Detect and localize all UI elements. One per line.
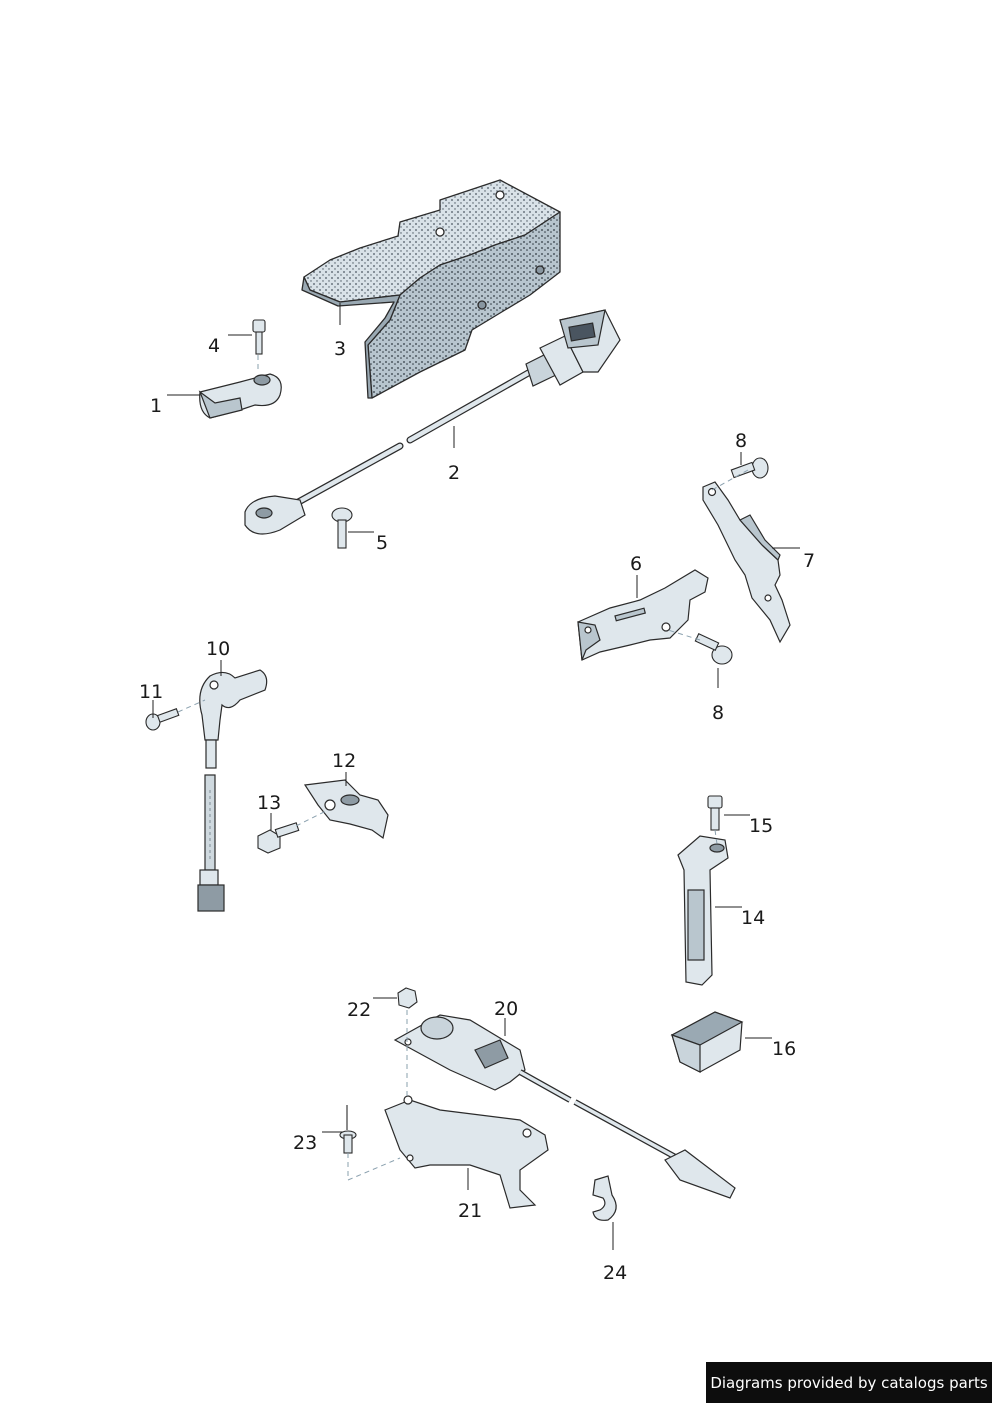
callout-2: 2 — [448, 462, 461, 484]
part-6-bracket — [577, 569, 709, 661]
assembly-dash-lines — [177, 355, 749, 1181]
part-15-bolt — [707, 795, 723, 831]
part-14-sensor — [677, 835, 729, 986]
part-10-speed-sensor — [197, 669, 268, 912]
part-5-bolt — [331, 507, 353, 549]
callout-13: 13 — [257, 792, 282, 814]
part-3-heat-shield — [301, 179, 561, 399]
callout-6: 6 — [630, 553, 643, 575]
part-21-mounting-bracket — [384, 1095, 549, 1209]
part-7-bracket — [702, 481, 791, 644]
callout-20: 20 — [494, 998, 519, 1020]
callout-10: 10 — [206, 638, 231, 660]
part-20-control-unit — [393, 1014, 736, 1199]
callout-16: 16 — [772, 1038, 797, 1060]
part-4-bolt — [252, 319, 266, 355]
callout-4: 4 — [208, 335, 221, 357]
callout-8-upper: 8 — [735, 430, 748, 452]
part-8-bolt-upper — [730, 457, 769, 479]
callout-22: 22 — [347, 999, 372, 1021]
part-23-rivet — [339, 1105, 357, 1154]
callout-3: 3 — [334, 338, 347, 360]
part-22-nut — [397, 987, 418, 1009]
callout-15: 15 — [749, 815, 774, 837]
part-13-bolt — [257, 822, 300, 854]
callout-14: 14 — [741, 907, 766, 929]
part-12-bracket-clip — [303, 779, 389, 840]
callout-12: 12 — [332, 750, 357, 772]
callout-24: 24 — [603, 1262, 628, 1284]
callout-23: 23 — [293, 1132, 318, 1154]
part-2-knock-sensor-cable — [244, 309, 621, 535]
callout-11: 11 — [139, 681, 164, 703]
part-24-clip — [592, 1175, 617, 1221]
footer-credit: Diagrams provided by catalogs parts — [706, 1362, 992, 1403]
callout-21: 21 — [458, 1200, 483, 1222]
callout-5: 5 — [376, 532, 389, 554]
leader-lines — [152, 303, 800, 1250]
part-11-bolt — [145, 708, 180, 731]
part-1-knock-sensor — [198, 373, 282, 419]
callout-8-lower: 8 — [712, 702, 725, 724]
callout-1: 1 — [150, 395, 163, 417]
part-8-bolt-lower — [694, 632, 733, 665]
part-16-connector-housing — [670, 1011, 744, 1073]
callout-7: 7 — [803, 550, 816, 572]
